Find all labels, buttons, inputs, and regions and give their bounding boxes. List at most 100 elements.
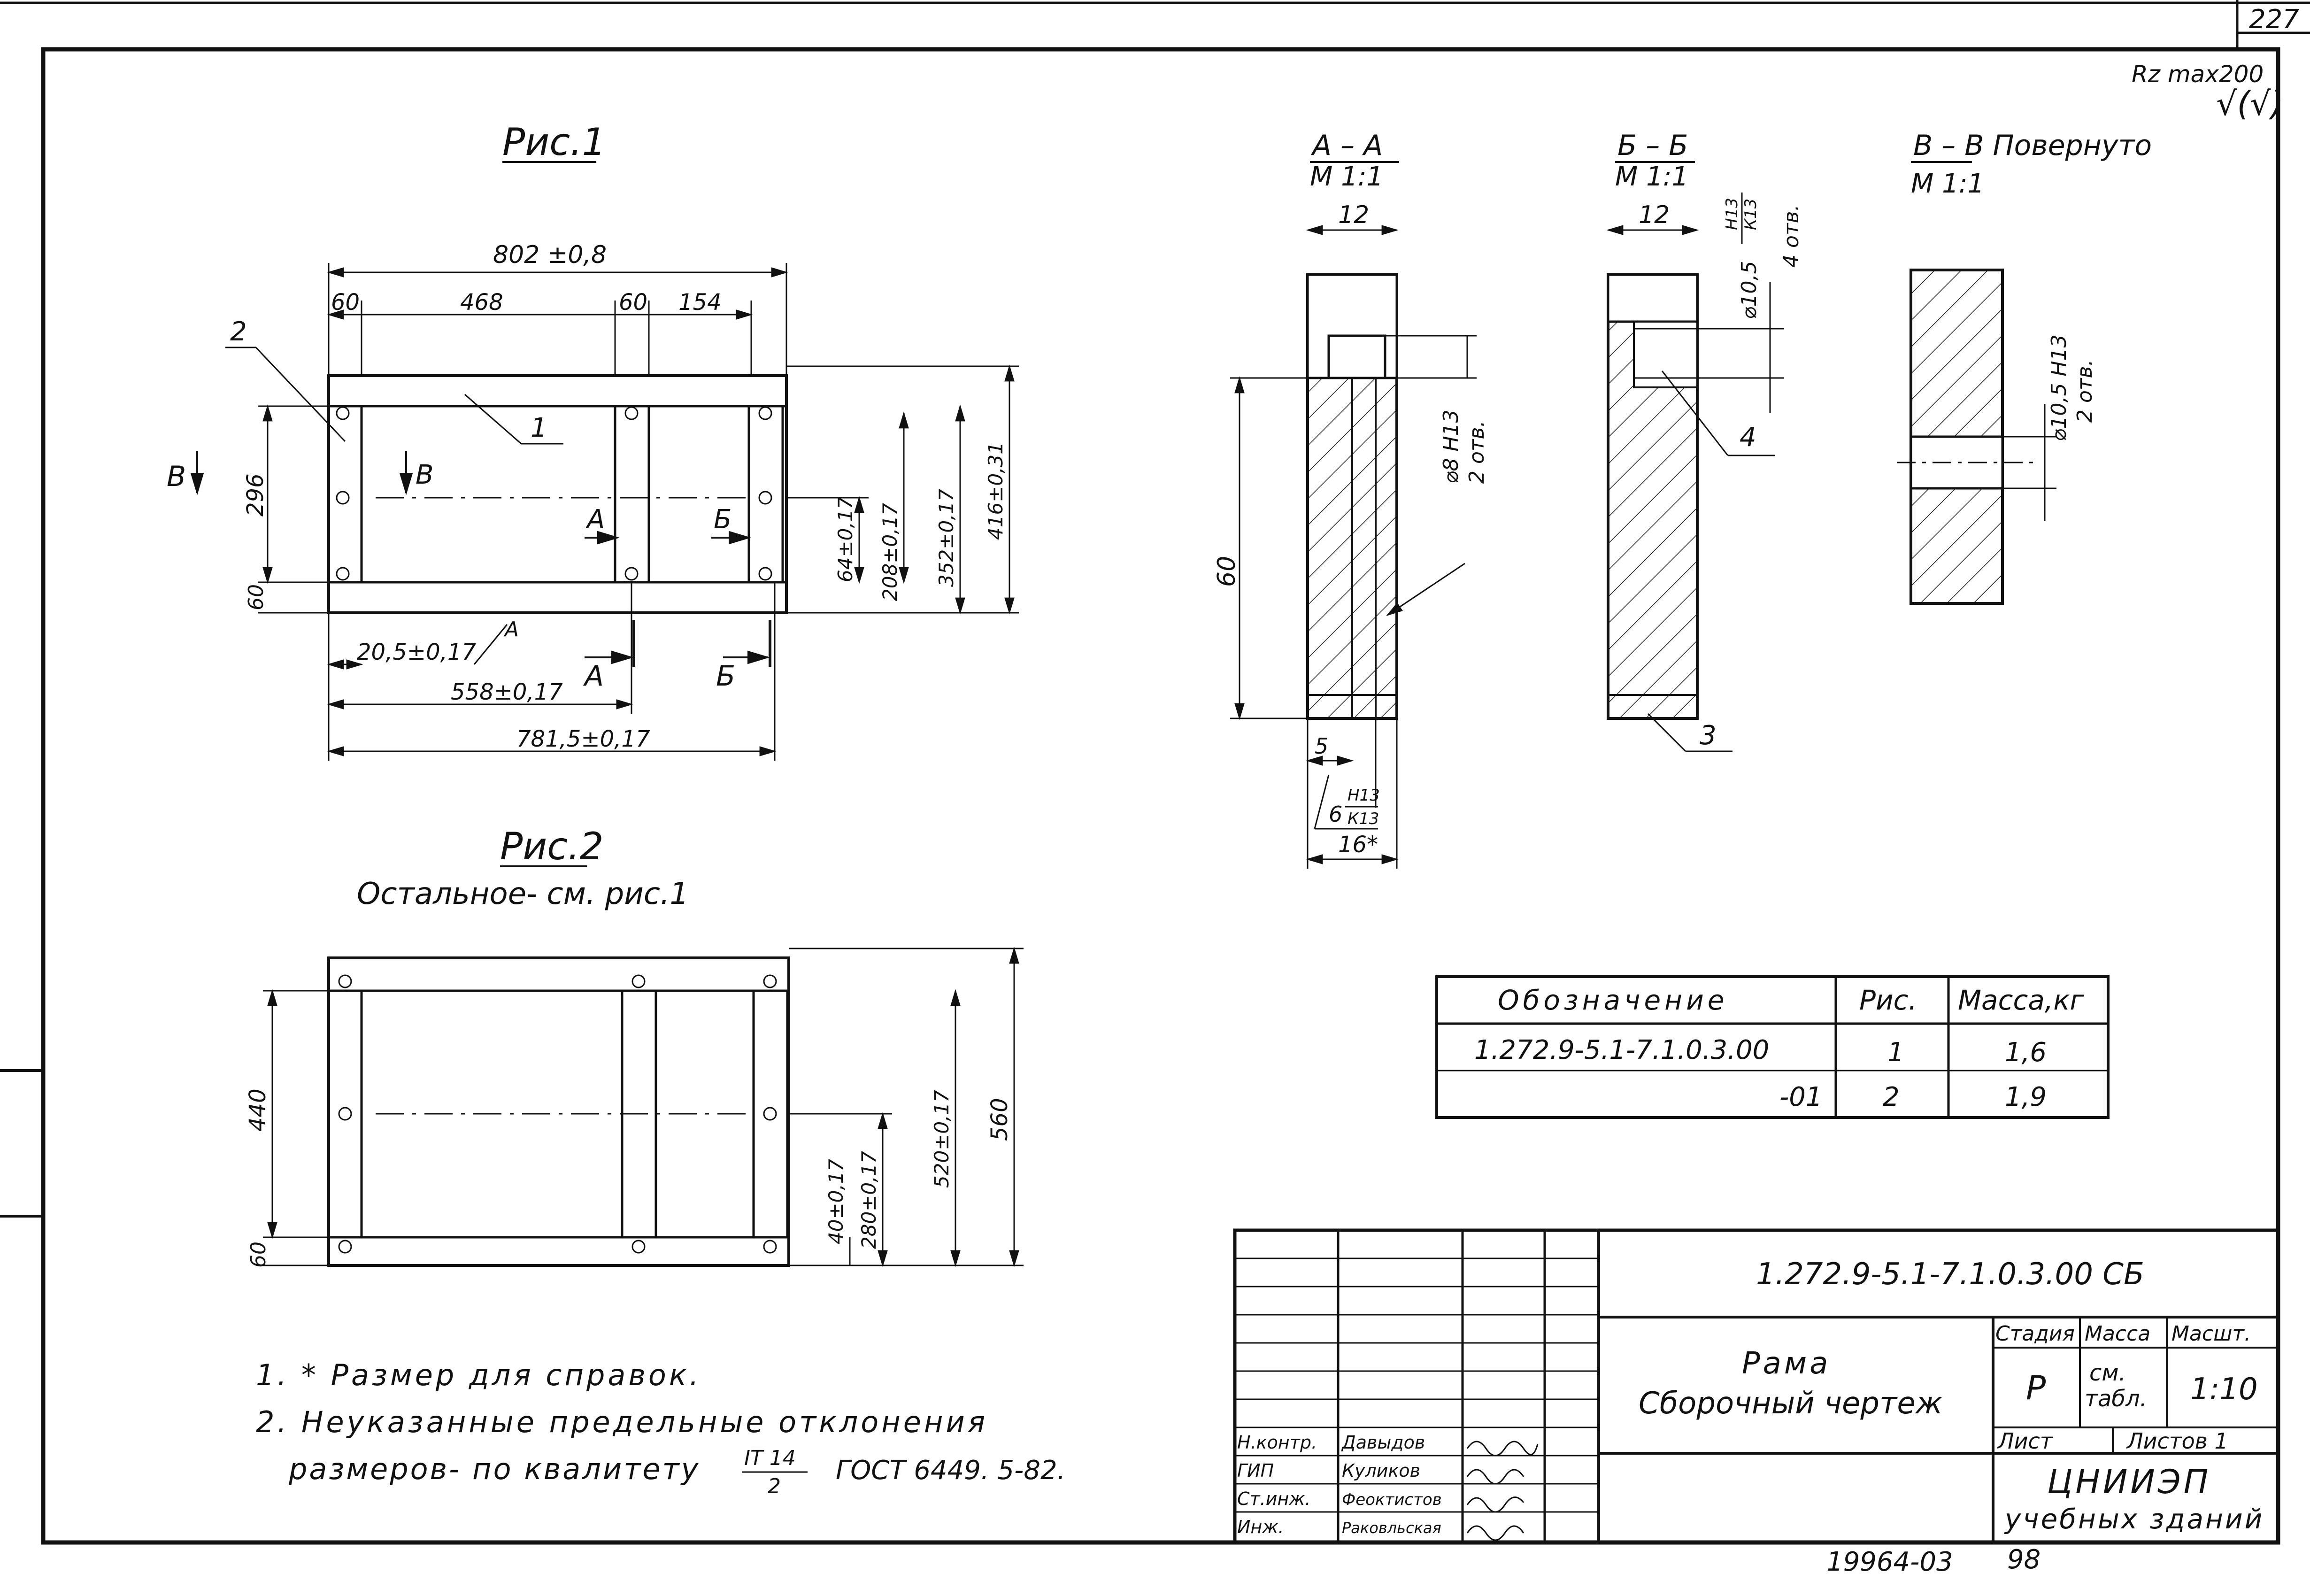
section-vv-holes-count: 2 отв.	[2073, 360, 2097, 423]
table-header-fig: Рис.	[1859, 984, 1917, 1016]
section-vv-title: В – В Повернуто	[1913, 129, 2152, 162]
section-aa-d6: 6	[1329, 802, 1342, 827]
fig2-dim-h440: 440	[245, 1088, 271, 1132]
note-2-fraction-top: IT 14	[744, 1446, 796, 1470]
section-bb-scale: М 1:1	[1615, 162, 1688, 192]
fig1-dim-v4: 416±0,31	[984, 442, 1007, 540]
section-aa-holes-count: 2 отв.	[1465, 421, 1489, 484]
fig2-dim-v1: 40±0,17	[824, 1159, 847, 1244]
title-mass-value-1: см.	[2089, 1360, 2126, 1386]
table-row2-fig: 2	[1883, 1082, 1900, 1112]
section-aa-dim-w: 12	[1338, 201, 1369, 229]
note-2: 2. Неуказанные предельные отклонения	[256, 1405, 988, 1439]
role-1: Н.контр.	[1237, 1432, 1317, 1453]
section-aa-d6-tol-bot: К13	[1348, 810, 1379, 828]
section-aa-scale: М 1:1	[1310, 162, 1383, 192]
title-mass-value-2: табл.	[2085, 1386, 2147, 1412]
fig2-dim-v2: 280±0,17	[857, 1151, 880, 1249]
fig1-dim-b1: 20,5±0,17	[357, 639, 476, 665]
note-2-cont: размеров- по квалитету	[288, 1452, 700, 1486]
footer-number: 19964-03	[1826, 1547, 1953, 1577]
section-aa: А – А М 1:1 12 60 ⌀8 Н13 2 отв. 5 6 Н13 …	[1213, 129, 1489, 869]
title-name-2: Сборочный чертеж	[1639, 1386, 1943, 1421]
fig1-mark-v-inner: В	[416, 460, 433, 490]
title-stage: Р	[2026, 1369, 2046, 1407]
name-4: Раковльская	[1342, 1519, 1441, 1537]
table-row1-mass: 1,6	[2005, 1037, 2047, 1068]
title-scale-label: Масшт.	[2171, 1322, 2251, 1346]
figure-1: Рис.1 802 ±0,8 60 468 60 154	[167, 120, 1019, 761]
fig1-callout-1: 1	[531, 413, 547, 443]
fig2-dim-v4: 560	[986, 1098, 1013, 1141]
section-bb-tol-top: Н13	[1723, 198, 1741, 230]
fig1-dim-overall: 802 ±0,8	[493, 241, 607, 269]
table-row2-designation: -01	[1779, 1082, 1822, 1112]
fig2-subtitle: Остальное- см. рис.1	[357, 877, 689, 911]
note-2-fraction-bot: 2	[768, 1474, 781, 1498]
signatures	[1466, 1441, 1539, 1541]
fig1-mark-a-bottom: А	[583, 660, 604, 693]
footer-page: 98	[2007, 1544, 2040, 1575]
role-2: ГИП	[1237, 1460, 1274, 1481]
fig1-title: Рис.1	[502, 120, 606, 164]
section-bb-title: Б – Б	[1617, 129, 1688, 162]
title-org-2: учебных зданий	[2004, 1503, 2264, 1535]
table-header-mass: Масса,кг	[1958, 984, 2084, 1016]
section-aa-hole: ⌀8 Н13	[1439, 409, 1463, 484]
fig1-dim-h60: 60	[244, 584, 268, 610]
title-block	[1233, 1228, 2280, 1544]
section-vv-scale: М 1:1	[1911, 169, 1984, 199]
fig1-callout-2: 2	[230, 316, 247, 347]
section-bb-callout-3: 3	[1700, 720, 1717, 751]
fig1-dim-c: 60	[619, 289, 647, 316]
title-stage-label: Стадия	[1995, 1322, 2075, 1346]
title-sheet-label: Лист	[1997, 1428, 2053, 1454]
fig1-holes	[336, 406, 772, 581]
section-bb: Б – Б М 1:1 12 ⌀10,5 Н13 К13 4 отв. 4 3	[1606, 129, 1803, 752]
fig1-mark-bb-bottom: Б	[716, 660, 735, 693]
figure-2: Рис.2 Остальное- см. рис.1 440 60 40±0,1…	[245, 825, 1024, 1268]
fig1-dim-v2: 208±0,17	[878, 503, 901, 601]
role-4: Инж.	[1237, 1517, 1284, 1537]
fig1-mark-bb: Б	[714, 504, 732, 535]
note-1: 1. * Размер для справок.	[256, 1358, 701, 1392]
fig1-dim-v1: 64±0,17	[834, 497, 857, 582]
section-aa-d5: 5	[1315, 733, 1328, 759]
fig2-dim-v3: 520±0,17	[930, 1090, 953, 1188]
section-aa-title: А – А	[1310, 129, 1383, 162]
title-scale: 1:10	[2190, 1372, 2258, 1407]
title-sheets-label: Листов 1	[2126, 1428, 2228, 1454]
section-bb-hole: ⌀10,5	[1737, 261, 1761, 319]
title-code: 1.272.9-5.1-7.1.0.3.00 СБ	[1756, 1257, 2144, 1292]
notes: 1. * Размер для справок. 2. Неуказанные …	[256, 1358, 1065, 1498]
roughness-mark: √(√)	[2216, 85, 2284, 123]
section-bb-callout-4: 4	[1740, 422, 1756, 453]
table-row1-fig: 1	[1887, 1037, 1904, 1068]
roughness-label: Rz max200	[2132, 61, 2264, 88]
section-aa-dim-h: 60	[1213, 556, 1241, 587]
name-1: Давыдов	[1341, 1432, 1425, 1453]
section-vv-hole: ⌀10,5 Н13	[2047, 334, 2071, 441]
name-3: Феоктистов	[1342, 1490, 1442, 1509]
fig1-mark-a-lower: А	[503, 617, 519, 641]
table-header-designation: Обозначение	[1498, 984, 1728, 1016]
title-org-1: ЦНИИЭП	[2047, 1463, 2211, 1501]
section-aa-d6-tol-top: Н13	[1348, 786, 1380, 805]
section-bb-holes-count: 4 отв.	[1779, 205, 1803, 268]
fig1-dim-b3: 781,5±0,17	[516, 726, 650, 752]
fig1-mark-a: А	[585, 504, 605, 535]
fig2-title: Рис.2	[500, 825, 604, 868]
fig1-dim-a: 60	[331, 289, 360, 316]
note-2-gost: ГОСТ 6449. 5-82.	[836, 1455, 1065, 1486]
name-2: Куликов	[1342, 1460, 1420, 1481]
title-mass-label: Масса	[2085, 1322, 2150, 1346]
fig1-dim-d: 154	[678, 289, 722, 316]
table-row2-mass: 1,9	[2005, 1082, 2047, 1112]
spec-table	[1435, 975, 2110, 1119]
page-number: 227	[2249, 4, 2299, 35]
fig1-dim-b: 468	[460, 289, 503, 316]
role-3: Ст.инж.	[1237, 1488, 1311, 1509]
fig1-dim-v3: 352±0,17	[935, 489, 958, 587]
title-name-1: Рама	[1742, 1346, 1831, 1381]
